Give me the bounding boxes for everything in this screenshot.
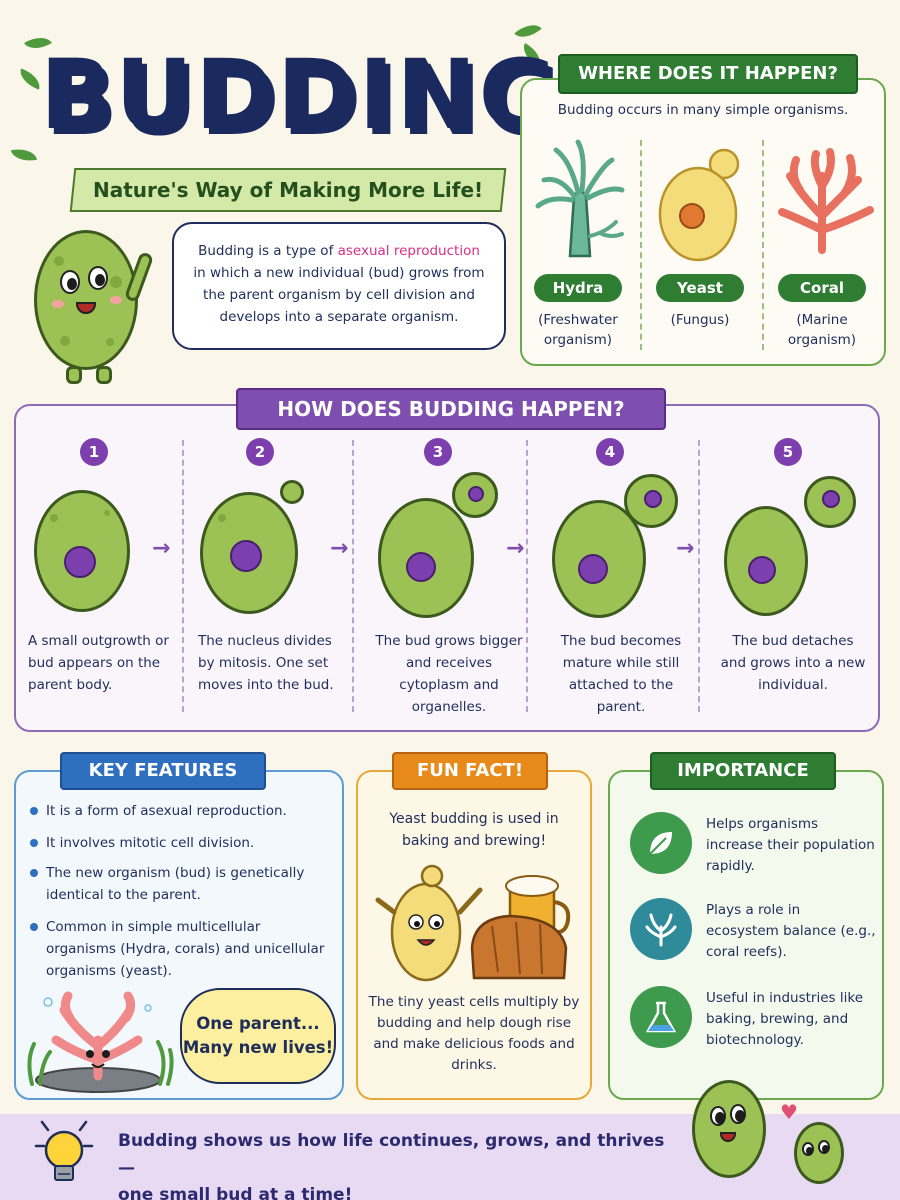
list-item: It involves mitotic cell division. bbox=[30, 832, 330, 854]
fun-fact-heading: FUN FACT! bbox=[392, 752, 548, 790]
child-cell-mascot bbox=[784, 1098, 864, 1188]
quote-bubble: One parent... Many new lives! bbox=[180, 988, 336, 1084]
step-3-cell bbox=[378, 472, 508, 618]
importance-heading: IMPORTANCE bbox=[650, 752, 836, 790]
step-2-cell bbox=[200, 480, 310, 616]
arrow-icon: → bbox=[330, 536, 349, 561]
page-title: BUDDING bbox=[40, 39, 560, 151]
arrow-icon: → bbox=[676, 536, 695, 561]
subtitle-banner: Nature's Way of Making More Life! bbox=[69, 168, 507, 212]
organism-yeast-note: (Fungus) bbox=[670, 312, 730, 328]
importance-item: Useful in industries like baking, brewin… bbox=[706, 990, 864, 1048]
step-number: 4 bbox=[596, 438, 624, 466]
coral-icon bbox=[630, 898, 692, 960]
coral-icon bbox=[778, 148, 874, 254]
heart-icon: ♥ bbox=[780, 1100, 798, 1124]
key-features-heading: KEY FEATURES bbox=[60, 752, 266, 790]
subtitle-text: Nature's Way of Making More Life! bbox=[92, 178, 484, 202]
leaf-icon bbox=[10, 146, 38, 164]
organism-coral-note: (Marine organism) bbox=[787, 312, 857, 348]
step-2-text: The nucleus divides by mitosis. One set … bbox=[198, 633, 334, 693]
step-5-cell bbox=[724, 472, 864, 618]
arrow-icon: → bbox=[506, 536, 525, 561]
lightbulb-icon bbox=[34, 1120, 94, 1181]
how-heading: HOW DOES BUDDING HAPPEN? bbox=[236, 388, 666, 430]
list-item: It is a form of asexual reproduction. bbox=[30, 800, 330, 822]
footer-message: Budding shows us how life continues, gro… bbox=[118, 1131, 665, 1200]
step-1-cell bbox=[34, 490, 134, 616]
organism-hydra-note: (Freshwater organism) bbox=[538, 312, 618, 348]
highlight-term: asexual reproduction bbox=[337, 243, 480, 259]
list-item: The new organism (bud) is genetically id… bbox=[30, 862, 330, 906]
where-heading: WHERE DOES IT HAPPEN? bbox=[558, 54, 858, 94]
step-4-text: The bud becomes mature while still attac… bbox=[560, 633, 682, 715]
step-1-text: A small outgrowth or bud appears on the … bbox=[28, 633, 169, 693]
where-subtitle: Budding occurs in many simple organisms. bbox=[557, 102, 849, 118]
organism-coral-label: Coral bbox=[778, 274, 866, 302]
coral-mascot-icon bbox=[27, 991, 174, 1093]
organism-hydra-label: Hydra bbox=[534, 274, 622, 302]
list-item: Common in simple multicellular organisms… bbox=[30, 916, 330, 982]
importance-item: Plays a role in ecosystem balance (e.g.,… bbox=[706, 902, 876, 960]
intro-speech-bubble: Budding is a type of asexual reproductio… bbox=[172, 222, 506, 350]
importance-item: Helps organisms increase their populatio… bbox=[706, 816, 875, 874]
mascot-cell bbox=[14, 226, 164, 396]
step-number: 5 bbox=[774, 438, 802, 466]
step-4-cell bbox=[552, 474, 682, 620]
step-3-text: The bud grows bigger and receives cytopl… bbox=[375, 633, 523, 715]
yeast-icon bbox=[658, 148, 740, 262]
parent-cell-mascot bbox=[670, 1076, 790, 1186]
hydra-icon bbox=[535, 139, 625, 258]
flask-icon bbox=[630, 986, 692, 1048]
step-number: 1 bbox=[80, 438, 108, 466]
organism-yeast-label: Yeast bbox=[656, 274, 744, 302]
step-number: 2 bbox=[246, 438, 274, 466]
leaf-icon bbox=[630, 812, 692, 874]
arrow-icon: → bbox=[152, 536, 171, 561]
fun-fact-headline: Yeast budding is used in baking and brew… bbox=[389, 811, 559, 849]
step-5-text: The bud detaches and grows into a new in… bbox=[720, 633, 866, 693]
fun-fact-body: The tiny yeast cells multiply by budding… bbox=[368, 994, 580, 1073]
yeast-bread-beer-icon bbox=[375, 864, 571, 982]
step-number: 3 bbox=[424, 438, 452, 466]
